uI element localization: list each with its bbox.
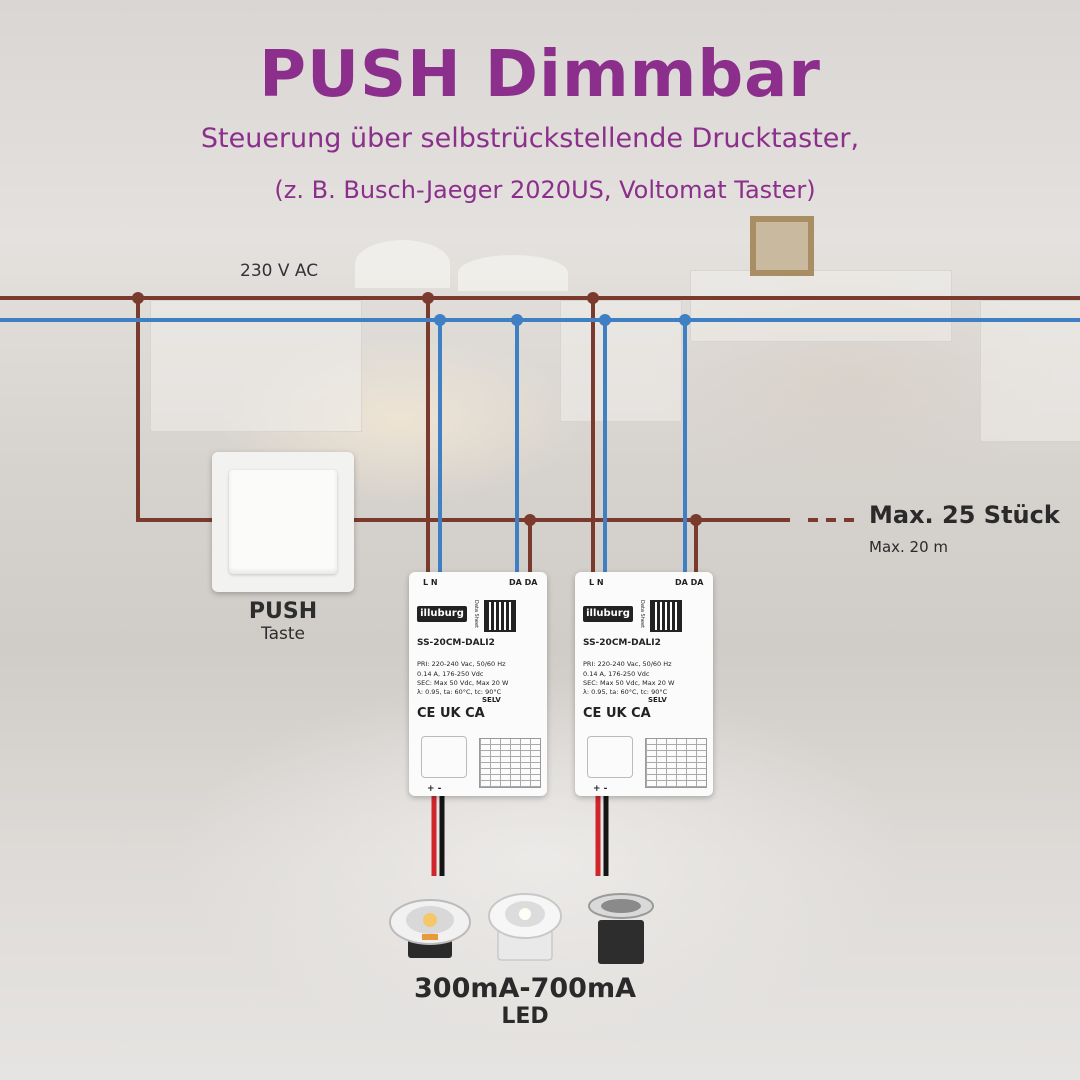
led-driver-2: L N DA DA illuburg Data Sheet SS-20CM-DA… <box>575 572 713 796</box>
selv-label: SELV <box>648 696 667 704</box>
neutral-wires <box>0 318 1080 572</box>
junction-dot <box>587 292 599 304</box>
max-length-label: Max. 20 m <box>869 538 949 556</box>
driver-model: SS-20CM-DALI2 <box>417 638 495 648</box>
live-drop-to-switch <box>136 298 214 522</box>
certification-marks: CE UK CA <box>417 706 485 721</box>
qr-code <box>650 600 682 632</box>
output-terminal-label: + - <box>427 784 442 794</box>
page-subtitle: Steuerung über selbstrückstellende Druck… <box>200 123 860 154</box>
junction-dot <box>679 314 691 326</box>
driver-input-terminals: L N <box>589 578 604 587</box>
bg-cabinet-right <box>980 300 1080 442</box>
datasheet-label: Data Sheet <box>639 600 645 628</box>
junction-dot <box>599 314 611 326</box>
max-count-label: Max. 25 Stück <box>869 501 1060 529</box>
junction-dot <box>434 314 446 326</box>
push-button-rocker <box>229 470 337 574</box>
push-button-switch <box>212 452 354 592</box>
spec-line: PRI: 220-240 Vac, 50/60 Hz <box>417 660 506 668</box>
output-wires <box>431 796 609 876</box>
driver-dali-terminals: DA DA <box>675 578 704 587</box>
reflector <box>601 899 641 913</box>
spec-line: 0.14 A, 176-250 Vdc <box>583 670 650 678</box>
led-chip <box>423 913 437 927</box>
junction-dot <box>511 314 523 326</box>
led-driver-1: L N DA DA illuburg Data Sheet SS-20CM-DA… <box>409 572 547 796</box>
bg-hood <box>690 270 952 342</box>
brand-logo: illuburg <box>583 606 633 622</box>
led-spot-1 <box>389 899 471 958</box>
spec-line: PRI: 220-240 Vac, 50/60 Hz <box>583 660 672 668</box>
driver-dali-terminals: DA DA <box>509 578 538 587</box>
output-setting-table <box>645 738 707 788</box>
spec-line: λ: 0.95, ta: 60°C, tc: 90°C <box>417 688 502 696</box>
label-blank-area <box>587 736 633 778</box>
output-terminal-label: + - <box>593 784 608 794</box>
spec-line: SEC: Max 50 Vdc, Max 20 W <box>417 679 509 687</box>
bracket <box>422 934 438 940</box>
spec-line: λ: 0.95, ta: 60°C, tc: 90°C <box>583 688 668 696</box>
switch-label: PUSH <box>248 599 318 624</box>
led-current-range: 300mA-700mA <box>414 973 636 1004</box>
driver-input-terminals: L N <box>423 578 438 587</box>
led-chip <box>519 908 531 920</box>
qr-code <box>484 600 516 632</box>
bg-pendant-lamp-right <box>458 255 568 291</box>
junction-dot <box>524 514 536 526</box>
junction-dots <box>132 292 702 526</box>
selv-label: SELV <box>482 696 501 704</box>
junction-dot <box>690 514 702 526</box>
bg-picture-frame <box>750 216 814 276</box>
switch-sublabel: Taste <box>261 624 305 644</box>
page-subtitle-examples: (z. B. Busch-Jaeger 2020US, Voltomat Tas… <box>274 176 816 204</box>
brand-logo: illuburg <box>417 606 467 622</box>
led-label: LED <box>501 1004 549 1029</box>
spec-line: 0.14 A, 176-250 Vdc <box>417 670 484 678</box>
spec-line: SEC: Max 50 Vdc, Max 20 W <box>583 679 675 687</box>
junction-dot <box>132 292 144 304</box>
supply-voltage-label: 230 V AC <box>240 261 319 281</box>
datasheet-label: Data Sheet <box>473 600 479 628</box>
driver-model: SS-20CM-DALI2 <box>583 638 661 648</box>
junction-dot <box>422 292 434 304</box>
bg-pendant-lamp-left <box>355 240 450 288</box>
label-blank-area <box>421 736 467 778</box>
output-setting-table <box>479 738 541 788</box>
led-spot-3 <box>588 893 654 964</box>
heatsink <box>598 920 644 964</box>
page-title: PUSH Dimmbar <box>259 38 821 112</box>
led-spot-2 <box>488 893 562 961</box>
live-wires <box>0 296 1080 572</box>
certification-marks: CE UK CA <box>583 706 651 721</box>
